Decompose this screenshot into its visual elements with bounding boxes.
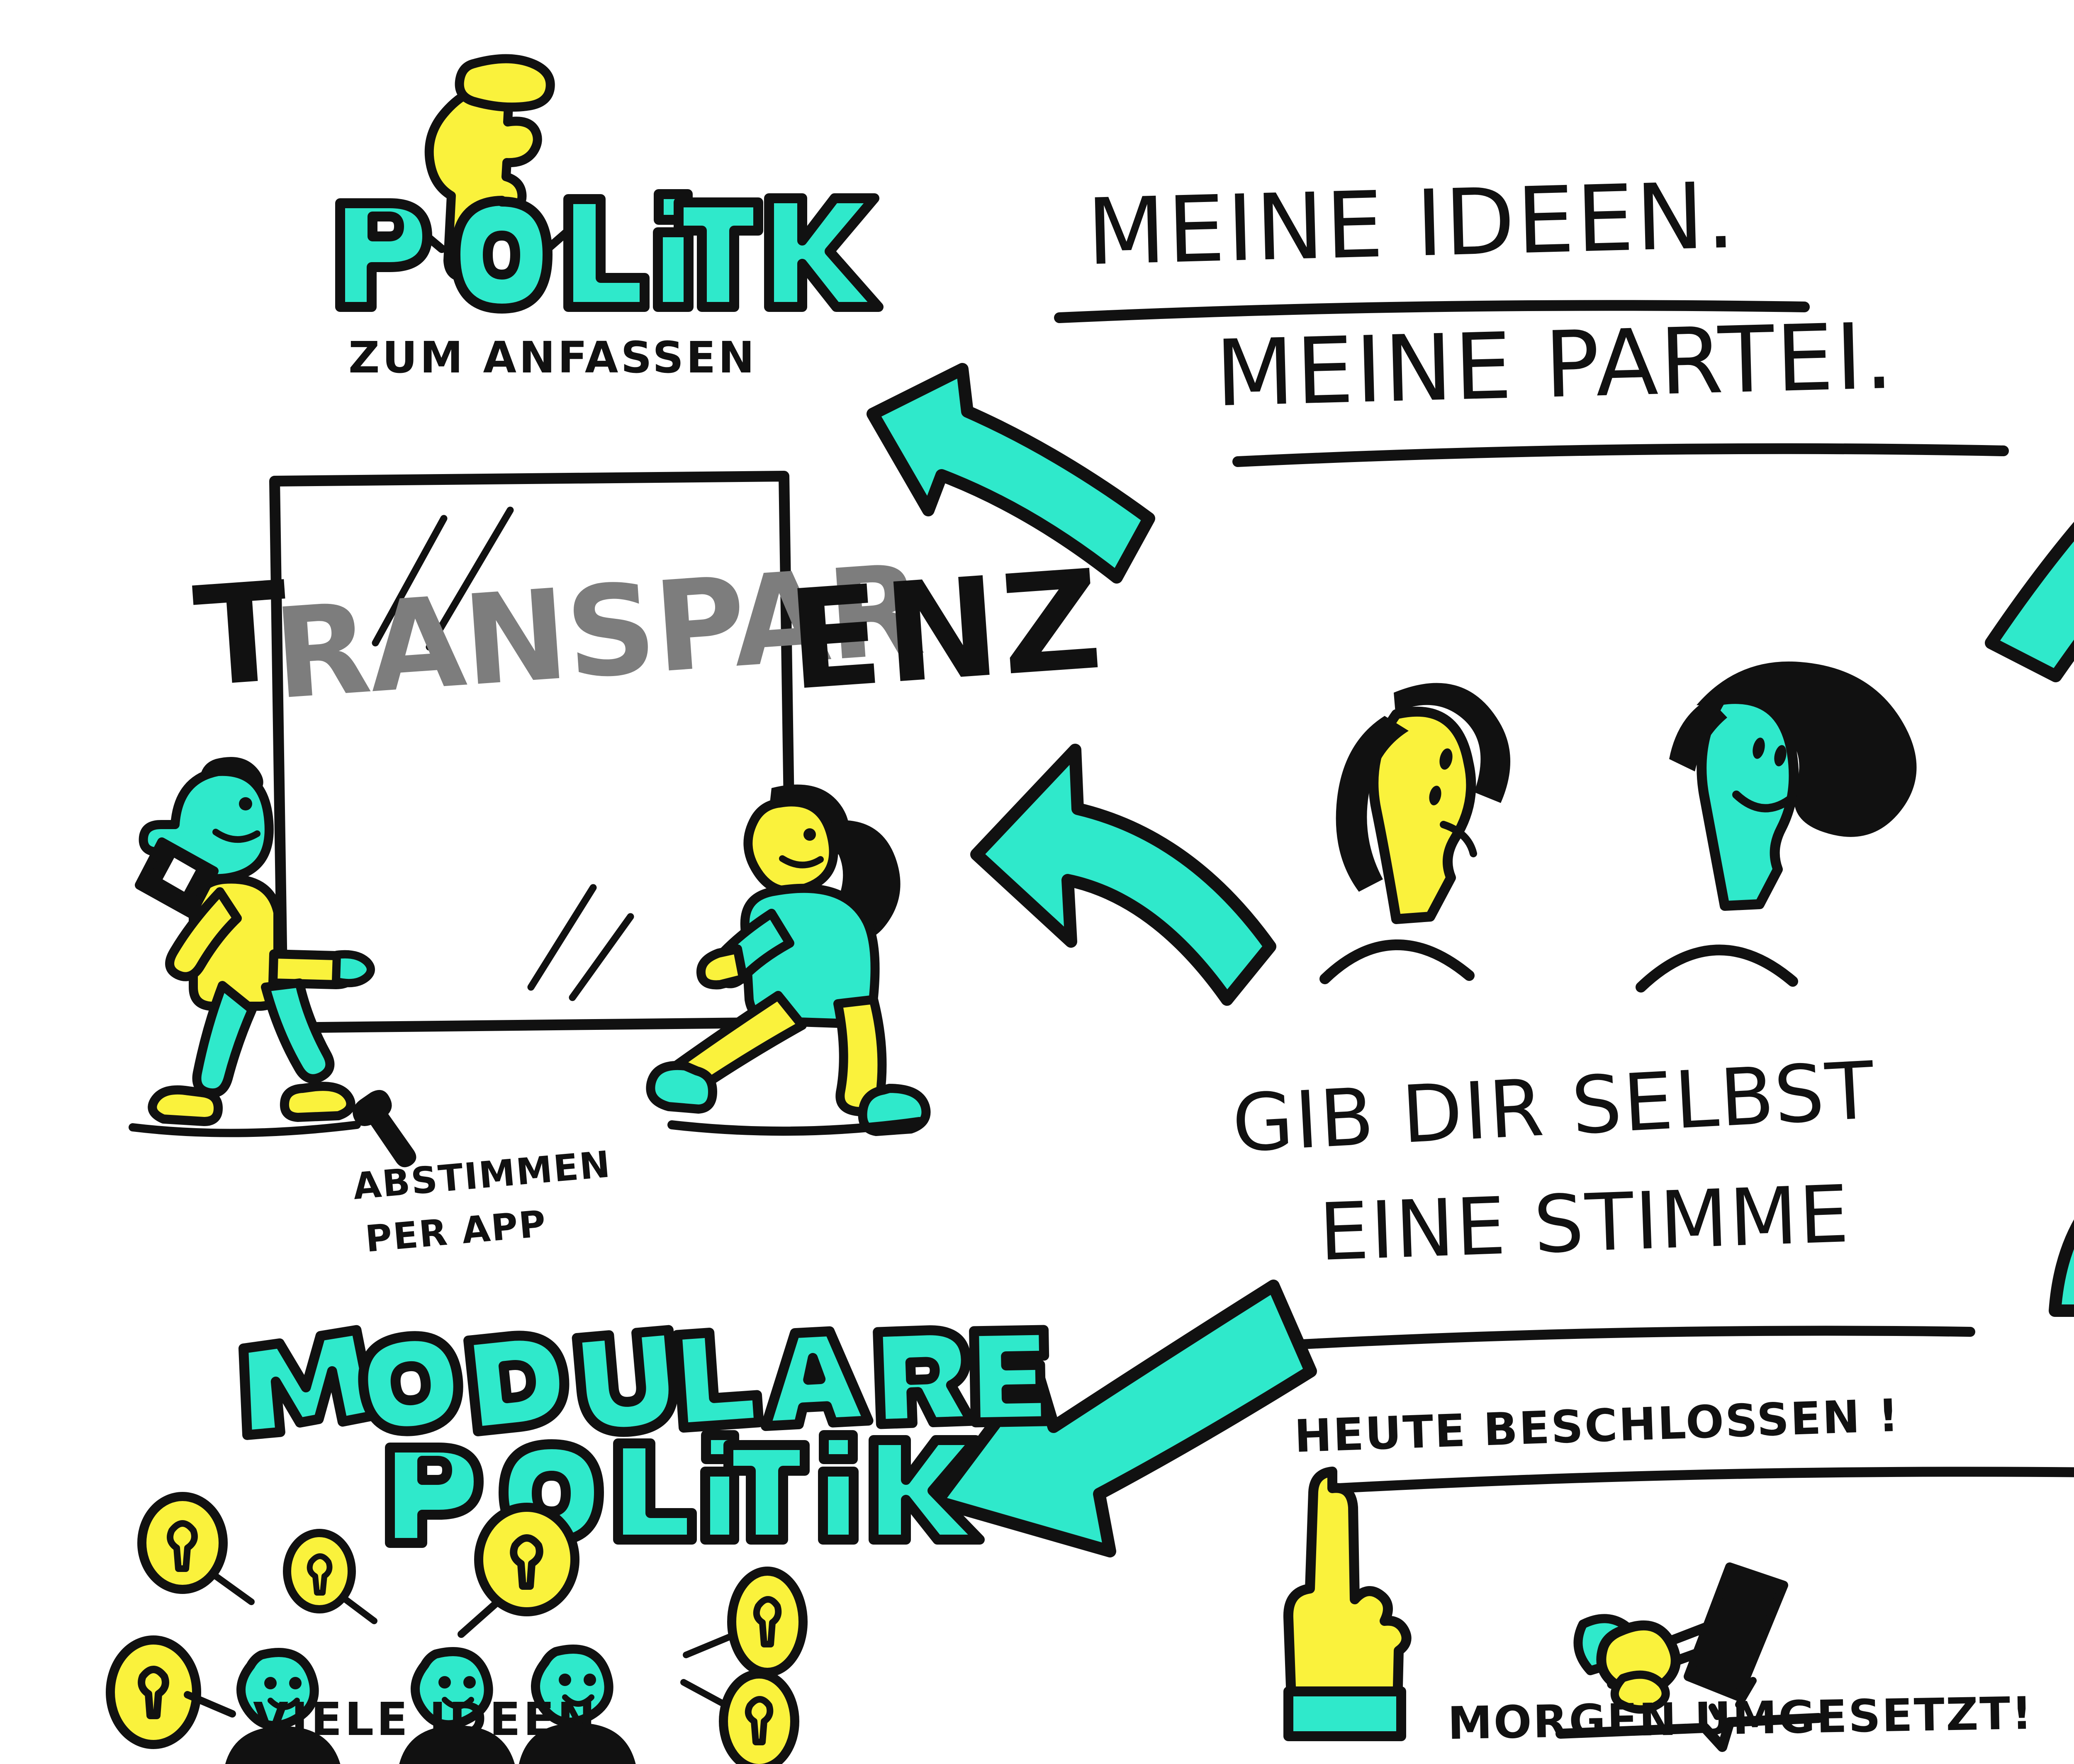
abstimmen-caption-line2: PER APP [363,1202,549,1260]
person-figure [519,1645,636,1764]
face-right [1636,661,1917,993]
heute-beschlossen-text: HEUTE BESCHLOSSEN ! [1293,1389,1901,1463]
ideas-people-group [106,1492,808,1764]
index-finger-icon [1283,1467,1412,1741]
beschluss-underline [1318,1467,2074,1494]
lightbulb-icon [106,1635,236,1749]
face-left [1319,683,1511,984]
viele-ideen-caption: VIELE IDEEN [253,1693,598,1746]
headline-line1: MEINE IDEEN. [1085,162,1738,286]
morgen-umgesetzt-text: MORGEN UMGESETZT! [1447,1687,2034,1750]
politik-subtitle: ZUM ANFASSEN [348,332,757,383]
person-with-phone [129,757,375,1137]
caption-arrow-icon [353,1090,416,1168]
arrow-to-no-racism[interactable] [1916,394,2074,709]
hammer-icon [1556,1562,1823,1752]
politik-word-modular [385,1430,985,1548]
transparency-panel [269,471,798,1033]
stimme-line1: GIB DIR SELBST [1230,1044,1878,1170]
person-figure [399,1647,515,1764]
headline-underline-1 [1054,300,1810,323]
arrow-to-transparenz[interactable] [966,734,1311,1008]
person-figure [225,1648,341,1764]
arrow-to-fehlerkultur[interactable] [2045,1054,2074,1319]
lightbulb-icon [458,1503,579,1638]
arrow-to-modulare-politik[interactable] [929,1280,1319,1626]
politik-title [335,189,884,314]
stimme-line2: EINE STIMME [1317,1168,1852,1279]
person-kneeling [646,784,931,1136]
headline-underline-2 [1232,443,2009,467]
lightbulb-icon [283,1529,377,1624]
arrow-to-politik[interactable] [863,344,1178,618]
lightbulb-icon [683,1567,808,1677]
lightbulb-icon [137,1492,255,1605]
arrow-morgen-umgesetzt[interactable] [2008,1365,2074,1764]
arrow-to-dezentral[interactable] [2049,589,2074,933]
modulare-politik-title [238,1325,1051,1440]
stimme-underline [1281,1326,1975,1350]
lightbulb-icon [680,1669,799,1764]
headline-line2: MEINE PARTEI. [1214,303,1896,427]
